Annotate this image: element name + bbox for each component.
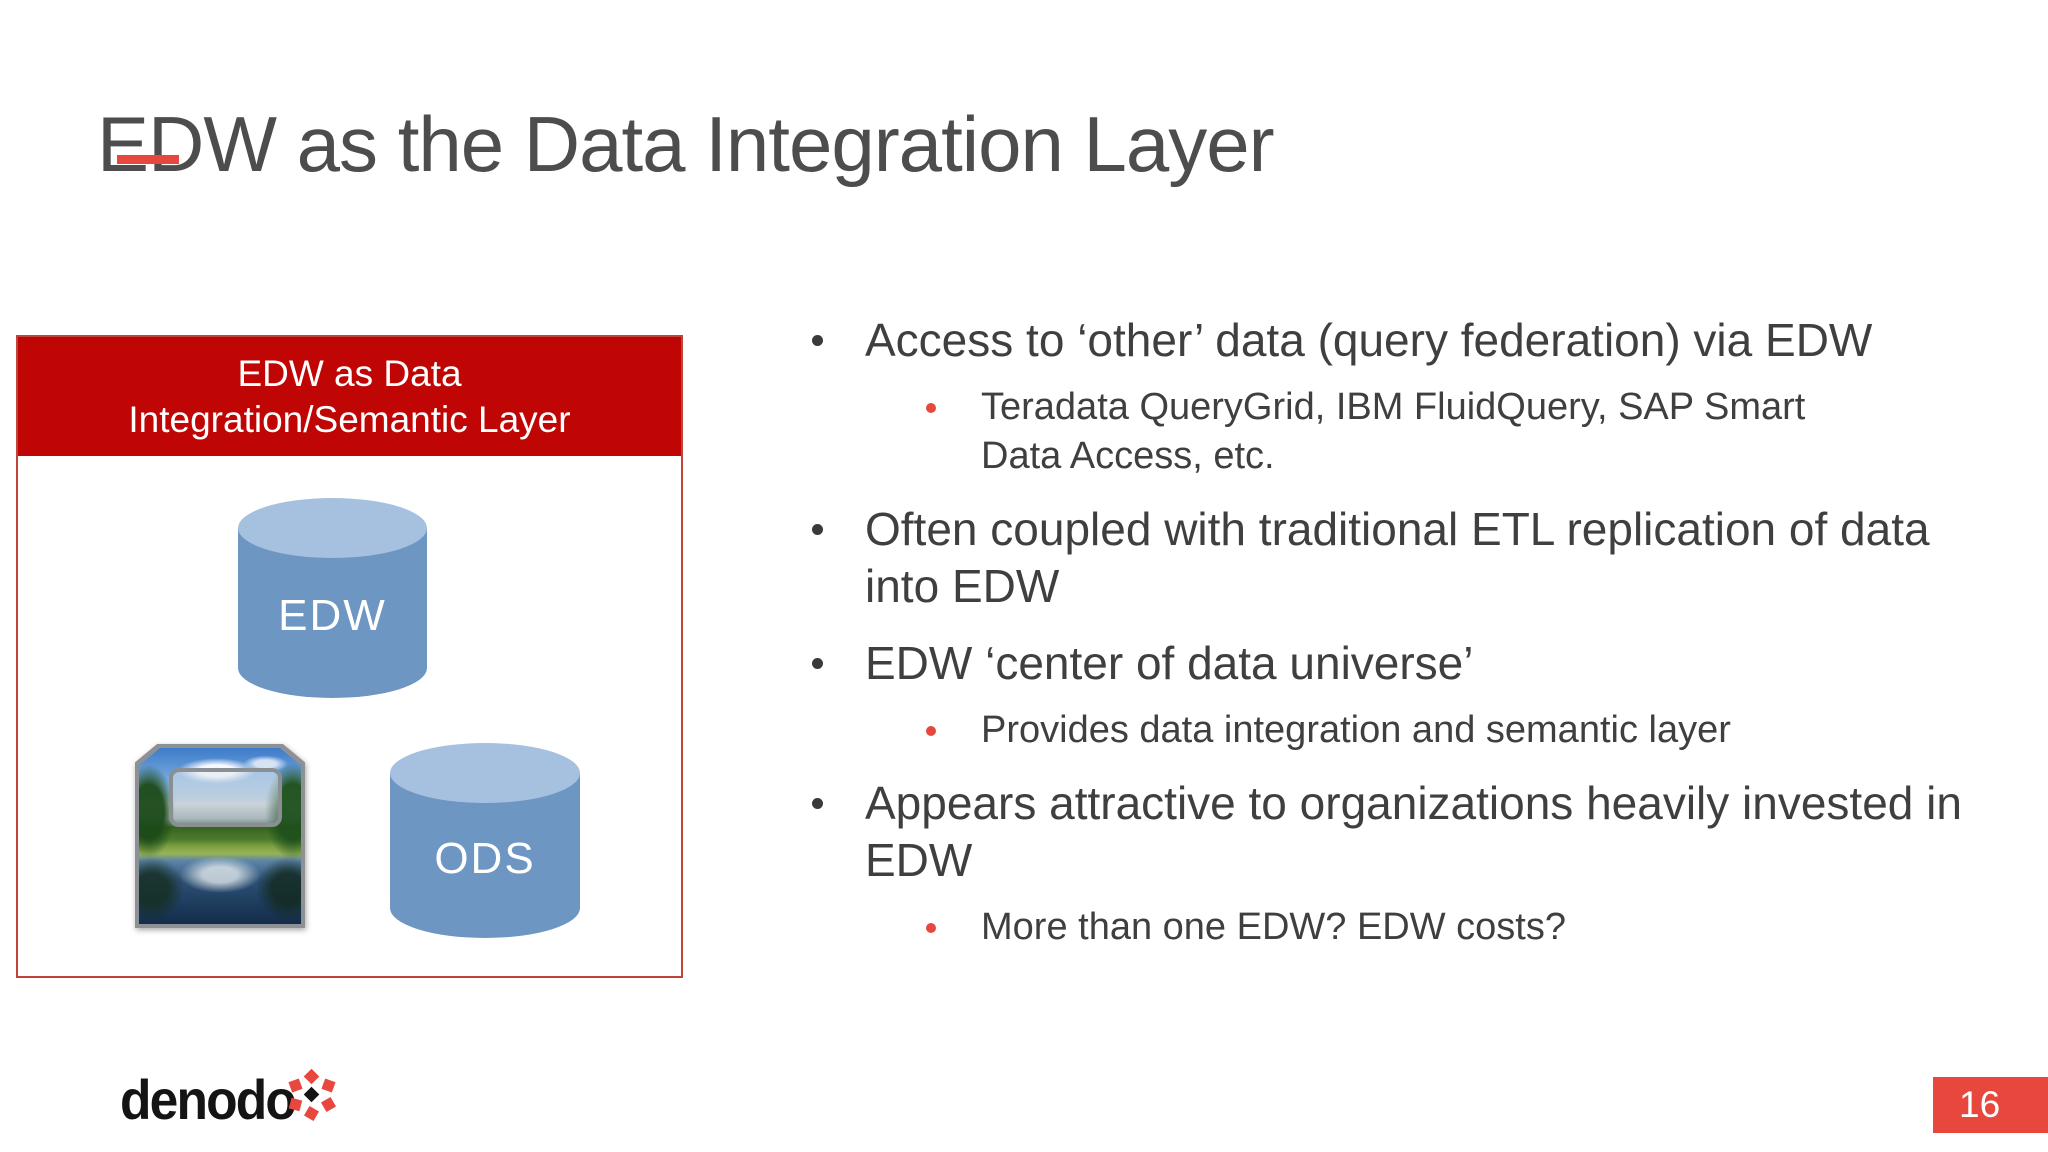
cylinder-top [238,498,427,558]
sub-bullet-text: Provides data integration and semantic l… [981,709,1731,751]
bullet-item: Appears attractive to organizations heav… [800,775,2005,889]
bullet-text: Often coupled with traditional ETL repli… [865,503,1930,612]
denodo-dots-icon [286,1068,346,1122]
bullet-dot [812,798,823,809]
edw-diagram-box: EDW as Data Integration/Semantic Layer E… [16,335,683,978]
page-title: EDW as the Data Integration Layer [97,100,1275,189]
bullet-dot [812,524,823,535]
denodo-wordmark: denodo [120,1068,297,1131]
edw-database-cylinder: EDW [238,498,427,698]
sub-bullet-text: Teradata QueryGrid, IBM FluidQuery, SAP … [981,386,1806,477]
sub-bullet-text: More than one EDW? EDW costs? [981,906,1566,948]
sub-bullet-dot [926,403,936,413]
bullet-item: Often coupled with traditional ETL repli… [800,501,2005,615]
sub-bullet-dot [926,923,936,933]
bullet-text: EDW ‘center of data universe’ [865,637,1474,689]
bullet-text: Appears attractive to organizations heav… [865,777,1962,886]
cylinder-top [390,743,580,803]
bullet-item: EDW ‘center of data universe’ [800,635,2005,692]
diagram-header: EDW as Data Integration/Semantic Layer [18,337,681,456]
sub-bullet-item: Provides data integration and semantic l… [916,706,2005,755]
sub-bullet-item: Teradata QueryGrid, IBM FluidQuery, SAP … [916,383,1881,481]
sub-bullet-dot [926,726,936,736]
bullet-text: Access to ‘other’ data (query federation… [865,314,1873,366]
page-number-badge: 16 [1933,1077,2048,1133]
bullet-list: Access to ‘other’ data (query federation… [800,312,2048,972]
ods-database-cylinder: ODS [390,743,580,938]
lake-mountain-photo-icon [135,744,305,928]
sub-bullet-item: More than one EDW? EDW costs? [916,903,2005,952]
bullet-dot [812,335,823,346]
edw-cylinder-label: EDW [278,591,387,640]
title-underline-accent [117,155,179,164]
bullet-item: Access to ‘other’ data (query federation… [800,312,2005,369]
diagram-header-line1: EDW as Data [237,352,462,394]
photo-inset-overlay [169,767,283,828]
bullet-dot [812,658,823,669]
denodo-logo: denodo [120,1068,380,1140]
ods-cylinder-label: ODS [434,833,536,883]
diagram-header-line2: Integration/Semantic Layer [128,398,571,440]
